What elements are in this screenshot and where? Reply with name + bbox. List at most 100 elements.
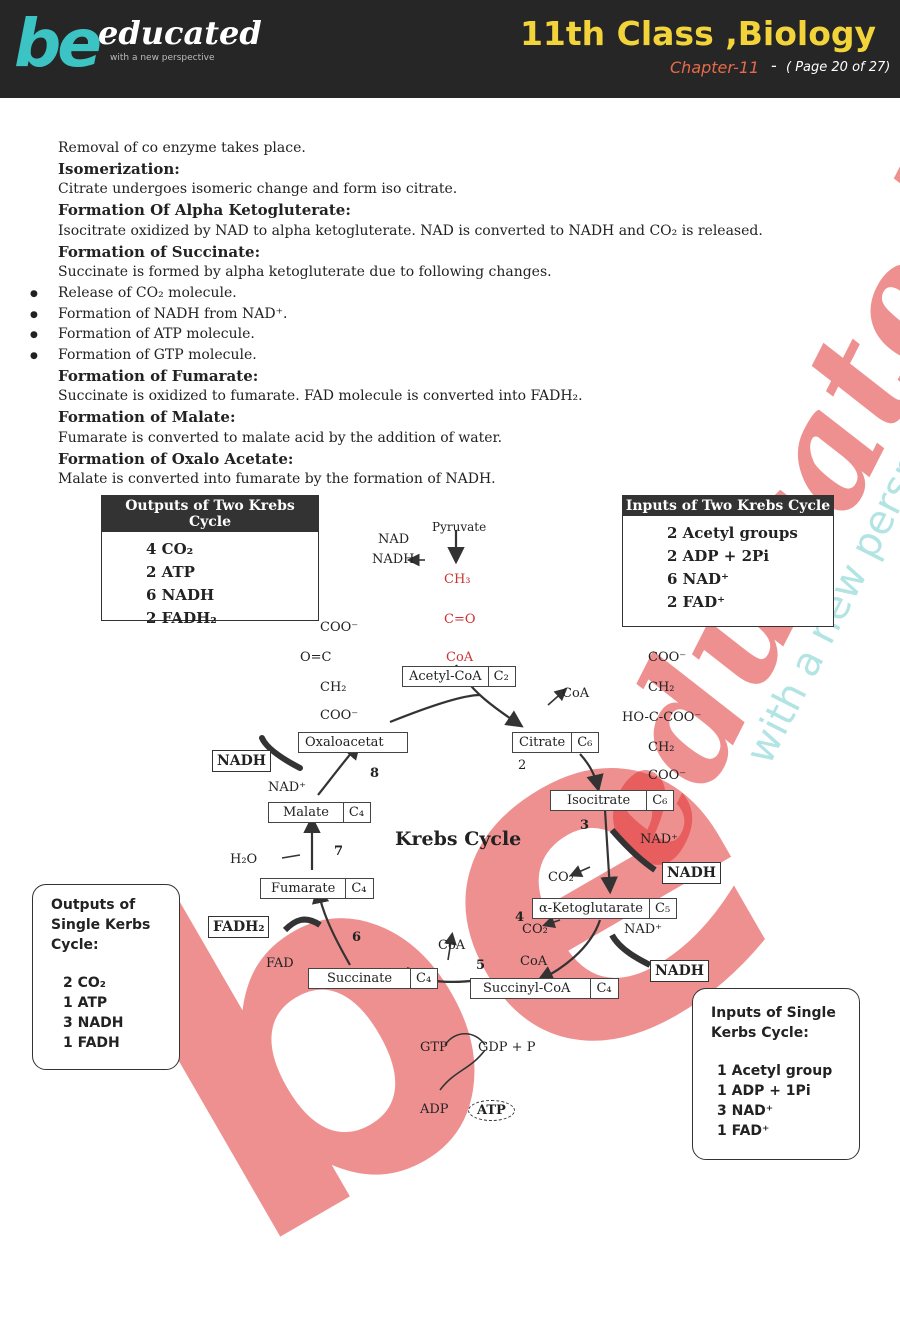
molecule-acetyl-coa: Acetyl-CoA C₂	[402, 666, 516, 687]
molecule-citrate: Citrate C₆	[512, 732, 600, 753]
carbon-count: C₄	[342, 803, 364, 822]
molecule-name: α-Ketoglutarate	[539, 901, 643, 916]
outputs-two-title: Outputs of Two Krebs Cycle	[102, 496, 318, 532]
molecule-name: Isocitrate	[567, 793, 631, 808]
label-co2: CO₂	[522, 922, 548, 937]
label-fad: FAD	[266, 956, 294, 971]
inputs-single-item: 1 FAD⁺	[717, 1123, 770, 1139]
molecule-alpha-ketoglutarate: α-Ketoglutarate C₅	[532, 898, 678, 919]
molecule-oxaloacetate: Oxaloacetat	[298, 732, 408, 753]
label-nadh: NADH	[372, 552, 415, 567]
label-adp: ADP	[420, 1102, 449, 1117]
step-number: 4	[515, 910, 525, 925]
outputs-single-item: 1 FADH	[63, 1035, 120, 1051]
inputs-single-title: Kerbs Cycle:	[711, 1025, 809, 1041]
inputs-two-krebs-box: Inputs of Two Krebs Cycle 2 Acetyl group…	[622, 495, 834, 627]
molecule-succinate: Succinate C₄	[308, 968, 439, 989]
inputs-single-title: Inputs of Single	[711, 1005, 836, 1021]
atp-star: ATP	[468, 1100, 515, 1121]
section-heading: Formation of Succinate:	[58, 242, 261, 261]
text-line: Removal of co enzyme takes place.	[58, 140, 306, 156]
molecule-name: Succinate	[327, 971, 393, 986]
label-gtp: GTP	[420, 1040, 448, 1055]
inputs-two-item: 2 FAD⁺	[667, 593, 725, 611]
inputs-single-item: 1 ADP + 1Pi	[717, 1083, 811, 1099]
inputs-two-item: 2 Acetyl groups	[667, 524, 798, 542]
molecule-name: Fumarate	[271, 881, 336, 896]
label-nad-plus: NAD⁺	[624, 922, 663, 937]
molecule-name: Succinyl-CoA	[483, 981, 571, 996]
krebs-cycle-diagram: Outputs of Two Krebs Cycle 4 CO₂ 2 ATP 6…	[0, 490, 900, 1190]
label-oc: O=C	[300, 650, 332, 665]
molecule-name: Acetyl-CoA	[409, 669, 482, 684]
label-co2: CO₂	[548, 870, 574, 885]
carbon-count: C₆	[646, 791, 667, 810]
label-nad: NAD	[378, 532, 410, 547]
logo-educated: educated	[98, 14, 262, 52]
label-h2o: H₂O	[230, 852, 258, 867]
logo-tagline: with a new perspective	[110, 53, 215, 63]
inputs-two-item: 6 NAD⁺	[667, 570, 729, 588]
carbon-count: C₅	[649, 899, 670, 918]
label-coa-top: CoA	[446, 650, 474, 665]
label-gdp: GDP + P	[478, 1040, 536, 1055]
outputs-two-krebs-box: Outputs of Two Krebs Cycle 4 CO₂ 2 ATP 6…	[101, 495, 319, 627]
molecule-name: Malate	[283, 805, 329, 820]
header-title: 11th Class ,Biology	[519, 14, 876, 53]
label-ch2: CH₂	[648, 740, 675, 755]
label-coa: CoA	[438, 938, 466, 953]
header-dash: -	[771, 56, 777, 75]
inputs-two-item: 2 ADP + 2Pi	[667, 547, 770, 565]
text-line: Succinate is formed by alpha ketoglutera…	[58, 264, 552, 281]
logo-be: be	[14, 5, 102, 82]
page-header: be educated with a new perspective 11th …	[0, 0, 900, 98]
krebs-cycle-title: Krebs Cycle	[395, 828, 522, 850]
outputs-single-item: 3 NADH	[63, 1015, 124, 1031]
carbon-count: C₆	[571, 733, 592, 752]
text-line: Succinate is oxidized to fumarate. FAD m…	[58, 388, 583, 405]
inputs-single-item: 3 NAD⁺	[717, 1103, 774, 1119]
header-chapter: Chapter-11	[670, 58, 760, 77]
label-coo: COO⁻	[320, 620, 359, 635]
label-pyruvate: Pyruvate	[432, 520, 487, 534]
label-nad-plus: NAD⁺	[268, 780, 307, 795]
header-page: ( Page 20 of 27)	[786, 60, 891, 75]
bullet-item: Formation of ATP molecule.	[30, 324, 818, 345]
label-coa: CoA	[520, 954, 548, 969]
carbon-count: C₄	[345, 879, 367, 898]
label-co: C=O	[444, 612, 476, 627]
inputs-single-krebs-box: Inputs of Single Kerbs Cycle: 1 Acetyl g…	[692, 988, 860, 1160]
label-coo: COO⁻	[648, 768, 687, 783]
section-heading: Formation Of Alpha Ketogluterate:	[58, 201, 351, 220]
carbon-count: C₂	[487, 667, 509, 686]
outputs-single-title: Outputs of	[51, 897, 136, 913]
carbon-count: C₄	[410, 969, 431, 988]
step-number: 2	[518, 758, 527, 773]
text-line: Isocitrate oxidized by NAD to alpha keto…	[58, 222, 763, 239]
step-number: 6	[352, 930, 362, 945]
label-ch2: CH₂	[320, 680, 347, 695]
bullet-item: Formation of NADH from NAD⁺.	[30, 304, 818, 325]
section-heading: Formation of Fumarate:	[58, 366, 259, 385]
section-heading: Formation of Oxalo Acetate:	[58, 449, 294, 468]
outputs-single-item: 1 ATP	[63, 995, 108, 1011]
label-coa: CoA	[562, 686, 590, 701]
cofactor-nadh: NADH	[212, 750, 272, 772]
bullet-item: Formation of GTP molecule.	[30, 345, 818, 366]
text-line: Malate is converted into fumarate by the…	[58, 471, 496, 488]
outputs-single-title: Single Kerbs	[51, 917, 151, 933]
outputs-two-item: 2 FADH₂	[146, 609, 217, 627]
molecule-name: Citrate	[519, 735, 566, 750]
step-number: 5	[476, 958, 486, 973]
bullet-item: Release of CO₂ molecule.	[30, 283, 818, 304]
label-nad-plus: NAD⁺	[640, 832, 679, 847]
step-number: 3	[580, 818, 590, 833]
outputs-two-item: 2 ATP	[146, 563, 195, 581]
inputs-two-title: Inputs of Two Krebs Cycle	[623, 496, 833, 516]
body-text: Removal of co enzyme takes place. Isomer…	[30, 138, 818, 490]
cofactor-fadh2: FADH₂	[208, 916, 270, 938]
outputs-two-item: 4 CO₂	[146, 540, 194, 558]
label-ch3: CH₃	[444, 572, 471, 587]
molecule-fumarate: Fumarate C₄	[260, 878, 374, 899]
